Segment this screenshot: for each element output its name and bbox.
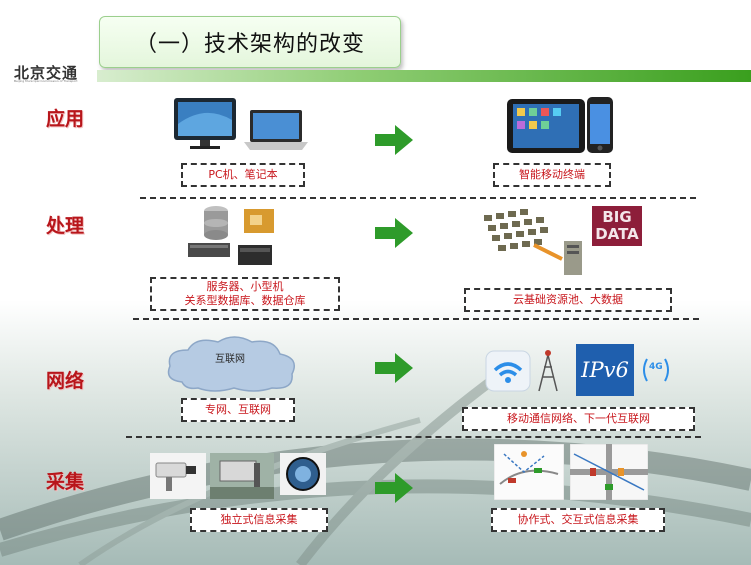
caption-line-2: 关系型数据库、数据仓库 bbox=[184, 294, 306, 307]
wifi-icon bbox=[485, 350, 531, 392]
dome-detector-image bbox=[280, 453, 326, 495]
caption-private-internet: 专网、互联网 bbox=[181, 398, 295, 422]
caption-pc-laptop: PC机、笔记本 bbox=[181, 163, 305, 187]
4g-label: 4G bbox=[649, 362, 663, 372]
caption-server-database: 服务器、小型机 关系型数据库、数据仓库 bbox=[150, 277, 340, 311]
cloud-label: 互联网 bbox=[215, 354, 245, 365]
caption-cloud-bigdata: 云基础资源池、大数据 bbox=[464, 288, 672, 312]
interactive-diagram-image bbox=[570, 444, 648, 500]
row-label-application: 应用 bbox=[46, 108, 85, 130]
ipv6-logo: IPv6 bbox=[576, 344, 634, 396]
arrow-right-icon bbox=[375, 473, 413, 503]
tablet-phone-image bbox=[507, 97, 613, 153]
separator-3 bbox=[126, 436, 701, 438]
header-bar bbox=[97, 70, 751, 82]
row-label-collection: 采集 bbox=[46, 471, 85, 493]
big-data-line-2: DATA bbox=[595, 225, 639, 243]
logo: 北京交通 bbox=[14, 64, 79, 82]
desktop-laptop-image bbox=[174, 98, 308, 150]
caption-standalone-collection: 独立式信息采集 bbox=[190, 508, 328, 532]
arrow-right-icon bbox=[375, 125, 413, 155]
caption-mobile-nextgen: 移动通信网络、下一代互联网 bbox=[462, 407, 695, 431]
page-title: （一）技术架构的改变 bbox=[99, 16, 401, 68]
internet-cloud-image bbox=[167, 336, 295, 392]
separator-1 bbox=[140, 197, 696, 199]
cell-tower-icon bbox=[538, 350, 558, 392]
arrow-right-icon bbox=[375, 353, 413, 383]
roadside-sensor-image bbox=[210, 453, 274, 499]
camera-image bbox=[150, 453, 206, 499]
4g-icon bbox=[643, 358, 669, 382]
big-data-line-1: BIG bbox=[602, 208, 632, 226]
big-data-logo: BIG DATA bbox=[592, 206, 642, 246]
logo-subtitle: Beijing Municipal Commission of Transpor… bbox=[14, 79, 78, 83]
caption-smart-mobile: 智能移动终端 bbox=[493, 163, 611, 187]
caption-line-1: 服务器、小型机 bbox=[206, 280, 284, 293]
server-database-image bbox=[188, 206, 274, 265]
cloud-grid-image bbox=[484, 209, 582, 275]
separator-2 bbox=[133, 318, 699, 320]
row-label-processing: 处理 bbox=[46, 215, 85, 237]
cooperative-diagram-image bbox=[494, 444, 564, 500]
row-label-network: 网络 bbox=[46, 370, 85, 392]
arrow-right-icon bbox=[375, 218, 413, 248]
caption-cooperative-collection: 协作式、交互式信息采集 bbox=[491, 508, 665, 532]
